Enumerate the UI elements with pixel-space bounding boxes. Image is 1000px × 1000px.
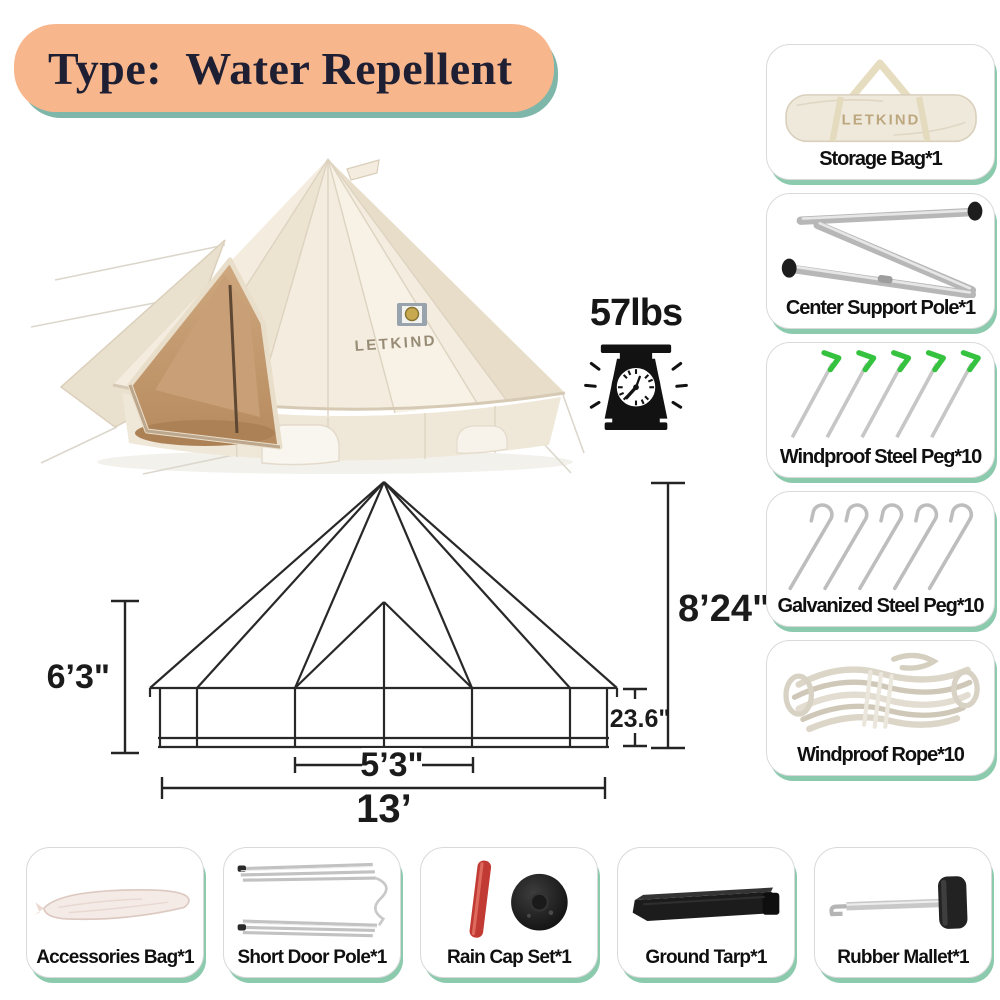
accessory-label: Galvanized Steel Peg*10 [777, 595, 985, 617]
accessory-card-short-door-pole: Short Door Pole*1 [223, 847, 401, 978]
accessory-label: Rubber Mallet*1 [837, 947, 969, 968]
short-door-pole-icon [237, 862, 388, 938]
accessory-label: Center Support Pole*1 [785, 297, 976, 319]
door-sill-shadow [128, 384, 281, 449]
rubber-mallet-icon [829, 876, 968, 929]
accessories-row: Accessories Bag*1 Short Door Pole*1 [26, 847, 992, 978]
tent-photo: LETKIND [25, 145, 585, 475]
accessory-label: Short Door Pole*1 [237, 947, 388, 968]
accessories-column: LETKIND Storage Bag*1 Center Support Pol… [766, 44, 995, 776]
windproof-steel-peg-icon [790, 350, 981, 439]
accessory-card-rain-cap-set: Rain Cap Set*1 [420, 847, 598, 978]
tent-brand-logo: LETKIND [354, 332, 437, 355]
dim-wall-section: 23.6" [610, 705, 671, 733]
storage-bag-brand: LETKIND [842, 112, 921, 128]
accessory-label: Accessories Bag*1 [36, 947, 194, 968]
accessories-bag-icon [34, 889, 190, 921]
vibration-marks [584, 361, 688, 409]
ground-tarp-icon [632, 887, 780, 922]
weighing-scale-icon [584, 344, 688, 430]
accessory-card-galvanized-steel-peg: Galvanized Steel Peg*10 [766, 491, 995, 627]
accessory-card-rubber-mallet: Rubber Mallet*1 [814, 847, 992, 978]
windproof-rope-icon [783, 652, 980, 733]
bell-tent-illustration: LETKIND [30, 158, 585, 475]
accessory-card-windproof-steel-peg: Windproof Steel Peg*10 [766, 342, 995, 478]
dimension-labels: 6’3" 8’24" 23.6" 5’3" 13’ [47, 588, 770, 831]
accessory-card-windproof-rope: Windproof Rope*10 [766, 640, 995, 776]
weight-block: 57lbs [573, 294, 699, 435]
label-mask [362, 748, 422, 781]
dim-center-height: 8’24" [678, 588, 770, 630]
type-banner: Type: Water Repellent [14, 24, 554, 112]
accessory-card-storage-bag: LETKIND Storage Bag*1 [766, 44, 995, 180]
peak-vent [346, 159, 380, 181]
storage-bag-icon: LETKIND [785, 59, 977, 143]
roof-panel-right [328, 159, 565, 401]
guy-ropes [30, 244, 585, 475]
tent-label-patch [397, 303, 427, 326]
accessory-card-ground-tarp: Ground Tarp*1 [617, 847, 795, 978]
accessory-label: Windproof Steel Peg*10 [779, 446, 982, 468]
accessory-label: Windproof Rope*10 [797, 744, 965, 766]
dim-wall-height: 6’3" [47, 658, 110, 696]
label-mask [612, 699, 664, 733]
door-interior-floor [135, 420, 275, 446]
scale-dial-ticks [617, 369, 655, 406]
accessory-card-center-support-pole: Center Support Pole*1 [766, 193, 995, 329]
tent-outline [148, 481, 619, 749]
accessory-card-accessories-bag: Accessories Bag*1 [26, 847, 204, 978]
dimension-lines [111, 481, 685, 799]
side-window [456, 425, 508, 454]
accessory-label: Storage Bag*1 [819, 148, 943, 170]
dim-door-width: 5’3" [360, 746, 423, 784]
type-banner-title: Type: Water Repellent [48, 42, 513, 94]
roof-panel-light [328, 159, 477, 413]
center-support-pole-icon [781, 201, 983, 298]
weight-value: 57lbs [589, 292, 683, 334]
dimension-diagram: 6’3" 8’24" 23.6" 5’3" 13’ [47, 481, 770, 831]
interior-pole [228, 284, 239, 434]
accessory-label: Rain Cap Set*1 [447, 947, 572, 968]
galvanized-steel-peg-icon [788, 503, 974, 591]
accessory-label: Ground Tarp*1 [645, 947, 767, 968]
dim-diameter: 13’ [356, 787, 412, 831]
rain-cap-set-icon [469, 860, 568, 938]
